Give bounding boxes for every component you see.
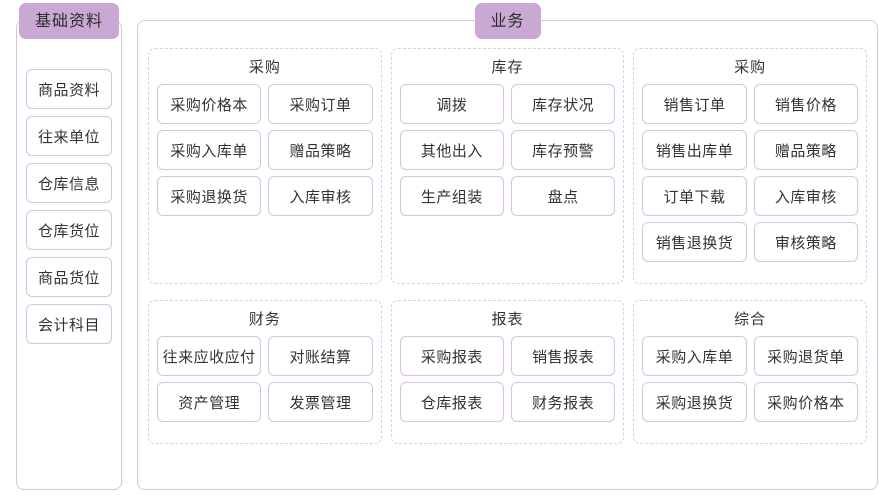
item-comp-purchase-price-book[interactable]: 采购价格本 bbox=[753, 382, 858, 422]
sidebar-item-account-subject[interactable]: 会计科目 bbox=[26, 304, 112, 344]
sidebar-item-product-data[interactable]: 商品资料 bbox=[26, 69, 112, 109]
item-review-policy[interactable]: 审核策略 bbox=[753, 222, 858, 262]
item-asset-management[interactable]: 资产管理 bbox=[157, 382, 262, 422]
item-other-inout[interactable]: 其他出入 bbox=[399, 130, 504, 170]
group-finance-title: 财务 bbox=[248, 310, 281, 328]
item-purchase-inbound[interactable]: 采购入库单 bbox=[157, 130, 262, 170]
group-inventory-title: 库存 bbox=[491, 58, 524, 76]
item-purchase-order[interactable]: 采购订单 bbox=[268, 84, 373, 124]
business-panel-title: 业务 bbox=[474, 3, 541, 39]
item-sales-return[interactable]: 销售退换货 bbox=[642, 222, 747, 262]
item-order-download[interactable]: 订单下载 bbox=[642, 176, 747, 216]
item-sales-report[interactable]: 销售报表 bbox=[511, 336, 616, 376]
item-stocktaking[interactable]: 盘点 bbox=[511, 176, 616, 216]
group-sales-items: 销售订单 销售价格 销售出库单 赠品策略 订单下载 入库审核 销售退换货 审核策… bbox=[642, 84, 858, 262]
item-sales-outbound[interactable]: 销售出库单 bbox=[642, 130, 747, 170]
item-sales-price[interactable]: 销售价格 bbox=[753, 84, 858, 124]
group-reports: 报表 采购报表 销售报表 仓库报表 财务报表 bbox=[390, 300, 625, 444]
item-sales-gift-policy[interactable]: 赠品策略 bbox=[753, 130, 858, 170]
item-invoice-management[interactable]: 发票管理 bbox=[268, 382, 373, 422]
business-panel: 业务 采购 采购价格本 采购订单 采购入库单 赠品策略 采购退换货 入库审核 bbox=[137, 3, 878, 490]
group-sales-title: 采购 bbox=[734, 58, 767, 76]
group-finance: 财务 往来应收应付 对账结算 资产管理 发票管理 bbox=[148, 300, 382, 444]
item-reconciliation[interactable]: 对账结算 bbox=[268, 336, 373, 376]
group-reports-items: 采购报表 销售报表 仓库报表 财务报表 bbox=[399, 336, 616, 422]
basic-data-item-list: 商品资料 往来单位 仓库信息 仓库货位 商品货位 会计科目 bbox=[17, 21, 121, 344]
item-production-assembly[interactable]: 生产组装 bbox=[399, 176, 504, 216]
item-sales-inbound-review[interactable]: 入库审核 bbox=[753, 176, 858, 216]
item-purchase-return[interactable]: 采购退换货 bbox=[157, 176, 262, 216]
group-purchasing: 采购 采购价格本 采购订单 采购入库单 赠品策略 采购退换货 入库审核 bbox=[148, 48, 382, 284]
group-purchasing-title: 采购 bbox=[248, 58, 281, 76]
sidebar-item-warehouse-info[interactable]: 仓库信息 bbox=[26, 163, 112, 203]
group-comprehensive-items: 采购入库单 采购退货单 采购退换货 采购价格本 bbox=[642, 336, 858, 422]
group-inventory: 库存 调拨 库存状况 其他出入 库存预警 生产组装 盘点 bbox=[390, 48, 625, 284]
sidebar-item-warehouse-slot[interactable]: 仓库货位 bbox=[26, 210, 112, 250]
item-comp-purchase-inbound[interactable]: 采购入库单 bbox=[642, 336, 747, 376]
basic-data-panel-title: 基础资料 bbox=[18, 3, 120, 39]
group-comprehensive-title: 综合 bbox=[734, 310, 767, 328]
group-sales: 采购 销售订单 销售价格 销售出库单 赠品策略 订单下载 入库审核 销售退换货 … bbox=[633, 48, 868, 284]
item-purchase-report[interactable]: 采购报表 bbox=[399, 336, 504, 376]
group-reports-title: 报表 bbox=[491, 310, 524, 328]
group-row-bottom: 财务 往来应收应付 对账结算 资产管理 发票管理 报表 采购报表 销售报表 仓库… bbox=[148, 300, 868, 444]
item-comp-purchase-return-note[interactable]: 采购退货单 bbox=[753, 336, 858, 376]
item-sales-order[interactable]: 销售订单 bbox=[642, 84, 747, 124]
sidebar-item-business-units[interactable]: 往来单位 bbox=[26, 116, 112, 156]
group-finance-items: 往来应收应付 对账结算 资产管理 发票管理 bbox=[157, 336, 373, 422]
item-inbound-review[interactable]: 入库审核 bbox=[268, 176, 373, 216]
business-panel-body: 采购 采购价格本 采购订单 采购入库单 赠品策略 采购退换货 入库审核 库存 调… bbox=[138, 21, 877, 454]
item-stock-alert[interactable]: 库存预警 bbox=[511, 130, 616, 170]
item-finance-report[interactable]: 财务报表 bbox=[511, 382, 616, 422]
basic-data-panel: 基础资料 商品资料 往来单位 仓库信息 仓库货位 商品货位 会计科目 bbox=[16, 3, 122, 490]
item-stock-status[interactable]: 库存状况 bbox=[511, 84, 616, 124]
sidebar-item-product-slot[interactable]: 商品货位 bbox=[26, 257, 112, 297]
item-purchase-price-book[interactable]: 采购价格本 bbox=[157, 84, 262, 124]
item-transfer[interactable]: 调拨 bbox=[399, 84, 504, 124]
item-comp-purchase-exchange[interactable]: 采购退换货 bbox=[642, 382, 747, 422]
item-warehouse-report[interactable]: 仓库报表 bbox=[399, 382, 504, 422]
group-comprehensive: 综合 采购入库单 采购退货单 采购退换货 采购价格本 bbox=[633, 300, 868, 444]
item-gift-policy[interactable]: 赠品策略 bbox=[268, 130, 373, 170]
item-receivable-payable[interactable]: 往来应收应付 bbox=[157, 336, 262, 376]
group-row-top: 采购 采购价格本 采购订单 采购入库单 赠品策略 采购退换货 入库审核 库存 调… bbox=[148, 48, 868, 284]
group-purchasing-items: 采购价格本 采购订单 采购入库单 赠品策略 采购退换货 入库审核 bbox=[157, 84, 373, 216]
group-inventory-items: 调拨 库存状况 其他出入 库存预警 生产组装 盘点 bbox=[399, 84, 616, 216]
